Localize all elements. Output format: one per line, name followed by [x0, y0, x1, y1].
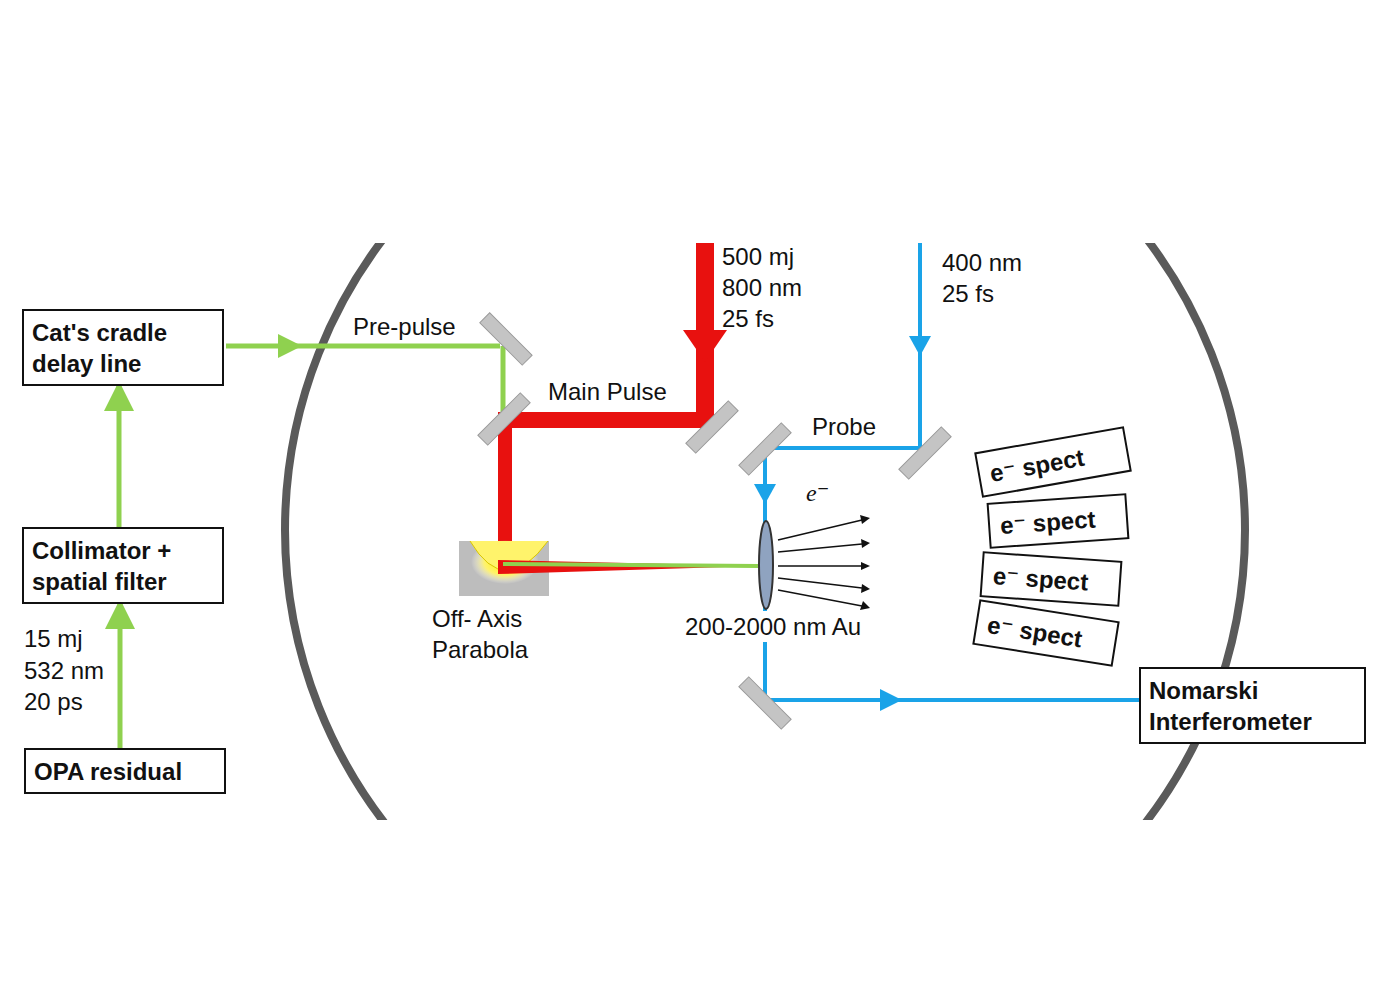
box-label: Collimator + spatial filter: [32, 535, 214, 597]
beam-label: Probe: [812, 411, 876, 442]
wavelength: 800 nm: [722, 272, 802, 303]
mirror: [478, 313, 951, 729]
focused-pre-pulse: [503, 564, 758, 566]
pulse-duration: 20 ps: [24, 686, 83, 717]
main-pulse-beam: [505, 243, 714, 568]
beam-label: Main Pulse: [548, 376, 667, 407]
beam-arrowhead: [880, 689, 902, 711]
box-label: e⁻ spect: [987, 441, 1086, 488]
electron-spectrometer: e⁻ spect: [980, 551, 1123, 607]
box-label: e⁻ spect: [985, 608, 1084, 654]
beam-arrowhead: [278, 334, 302, 358]
box-label: e⁻ spect: [999, 503, 1096, 541]
pre-pulse-beam: [226, 346, 503, 565]
source-box: OPA residual: [24, 748, 226, 794]
electron-arrowheads: [860, 515, 870, 610]
electron-spectrometer: e⁻ spect: [974, 426, 1132, 498]
beam-arrowhead: [754, 484, 776, 504]
pulse-duration: 25 fs: [722, 303, 774, 334]
pulse-energy: 500 mj: [722, 241, 794, 272]
part-label: 200-2000 nm Au: [683, 611, 863, 642]
beam-connector: [118, 604, 123, 748]
electron-spectrometer: e⁻ spect: [987, 493, 1130, 549]
gold-foil-target: [759, 521, 773, 609]
box-label: e⁻ spect: [992, 559, 1089, 597]
part-label: Off- Axis Parabola: [432, 603, 554, 665]
pulse-energy: 15 mj: [24, 623, 83, 654]
delay-line-box: Cat's cradle delay line: [22, 309, 224, 386]
beam-label: Pre-pulse: [353, 311, 456, 342]
pulse-duration: 25 fs: [942, 278, 994, 309]
optics-box: Collimator + spatial filter: [22, 527, 224, 604]
wavelength: 532 nm: [24, 655, 104, 686]
interferometer-box: Nomarski Interferometer: [1139, 667, 1366, 744]
electron-trajectories: [778, 520, 862, 606]
box-label: OPA residual: [34, 756, 216, 787]
beam-arrowhead: [909, 336, 931, 356]
electron-symbol: e⁻: [806, 478, 829, 509]
box-label: Cat's cradle delay line: [32, 317, 214, 379]
wavelength: 400 nm: [942, 247, 1022, 278]
vacuum-chamber: [285, 243, 1245, 820]
beam-arrowhead: [683, 330, 727, 362]
beam-connector: [117, 386, 122, 527]
box-label: Nomarski Interferometer: [1149, 675, 1356, 737]
focused-main-pulse: [498, 560, 758, 574]
electron-spectrometer: e⁻ spect: [972, 599, 1119, 667]
